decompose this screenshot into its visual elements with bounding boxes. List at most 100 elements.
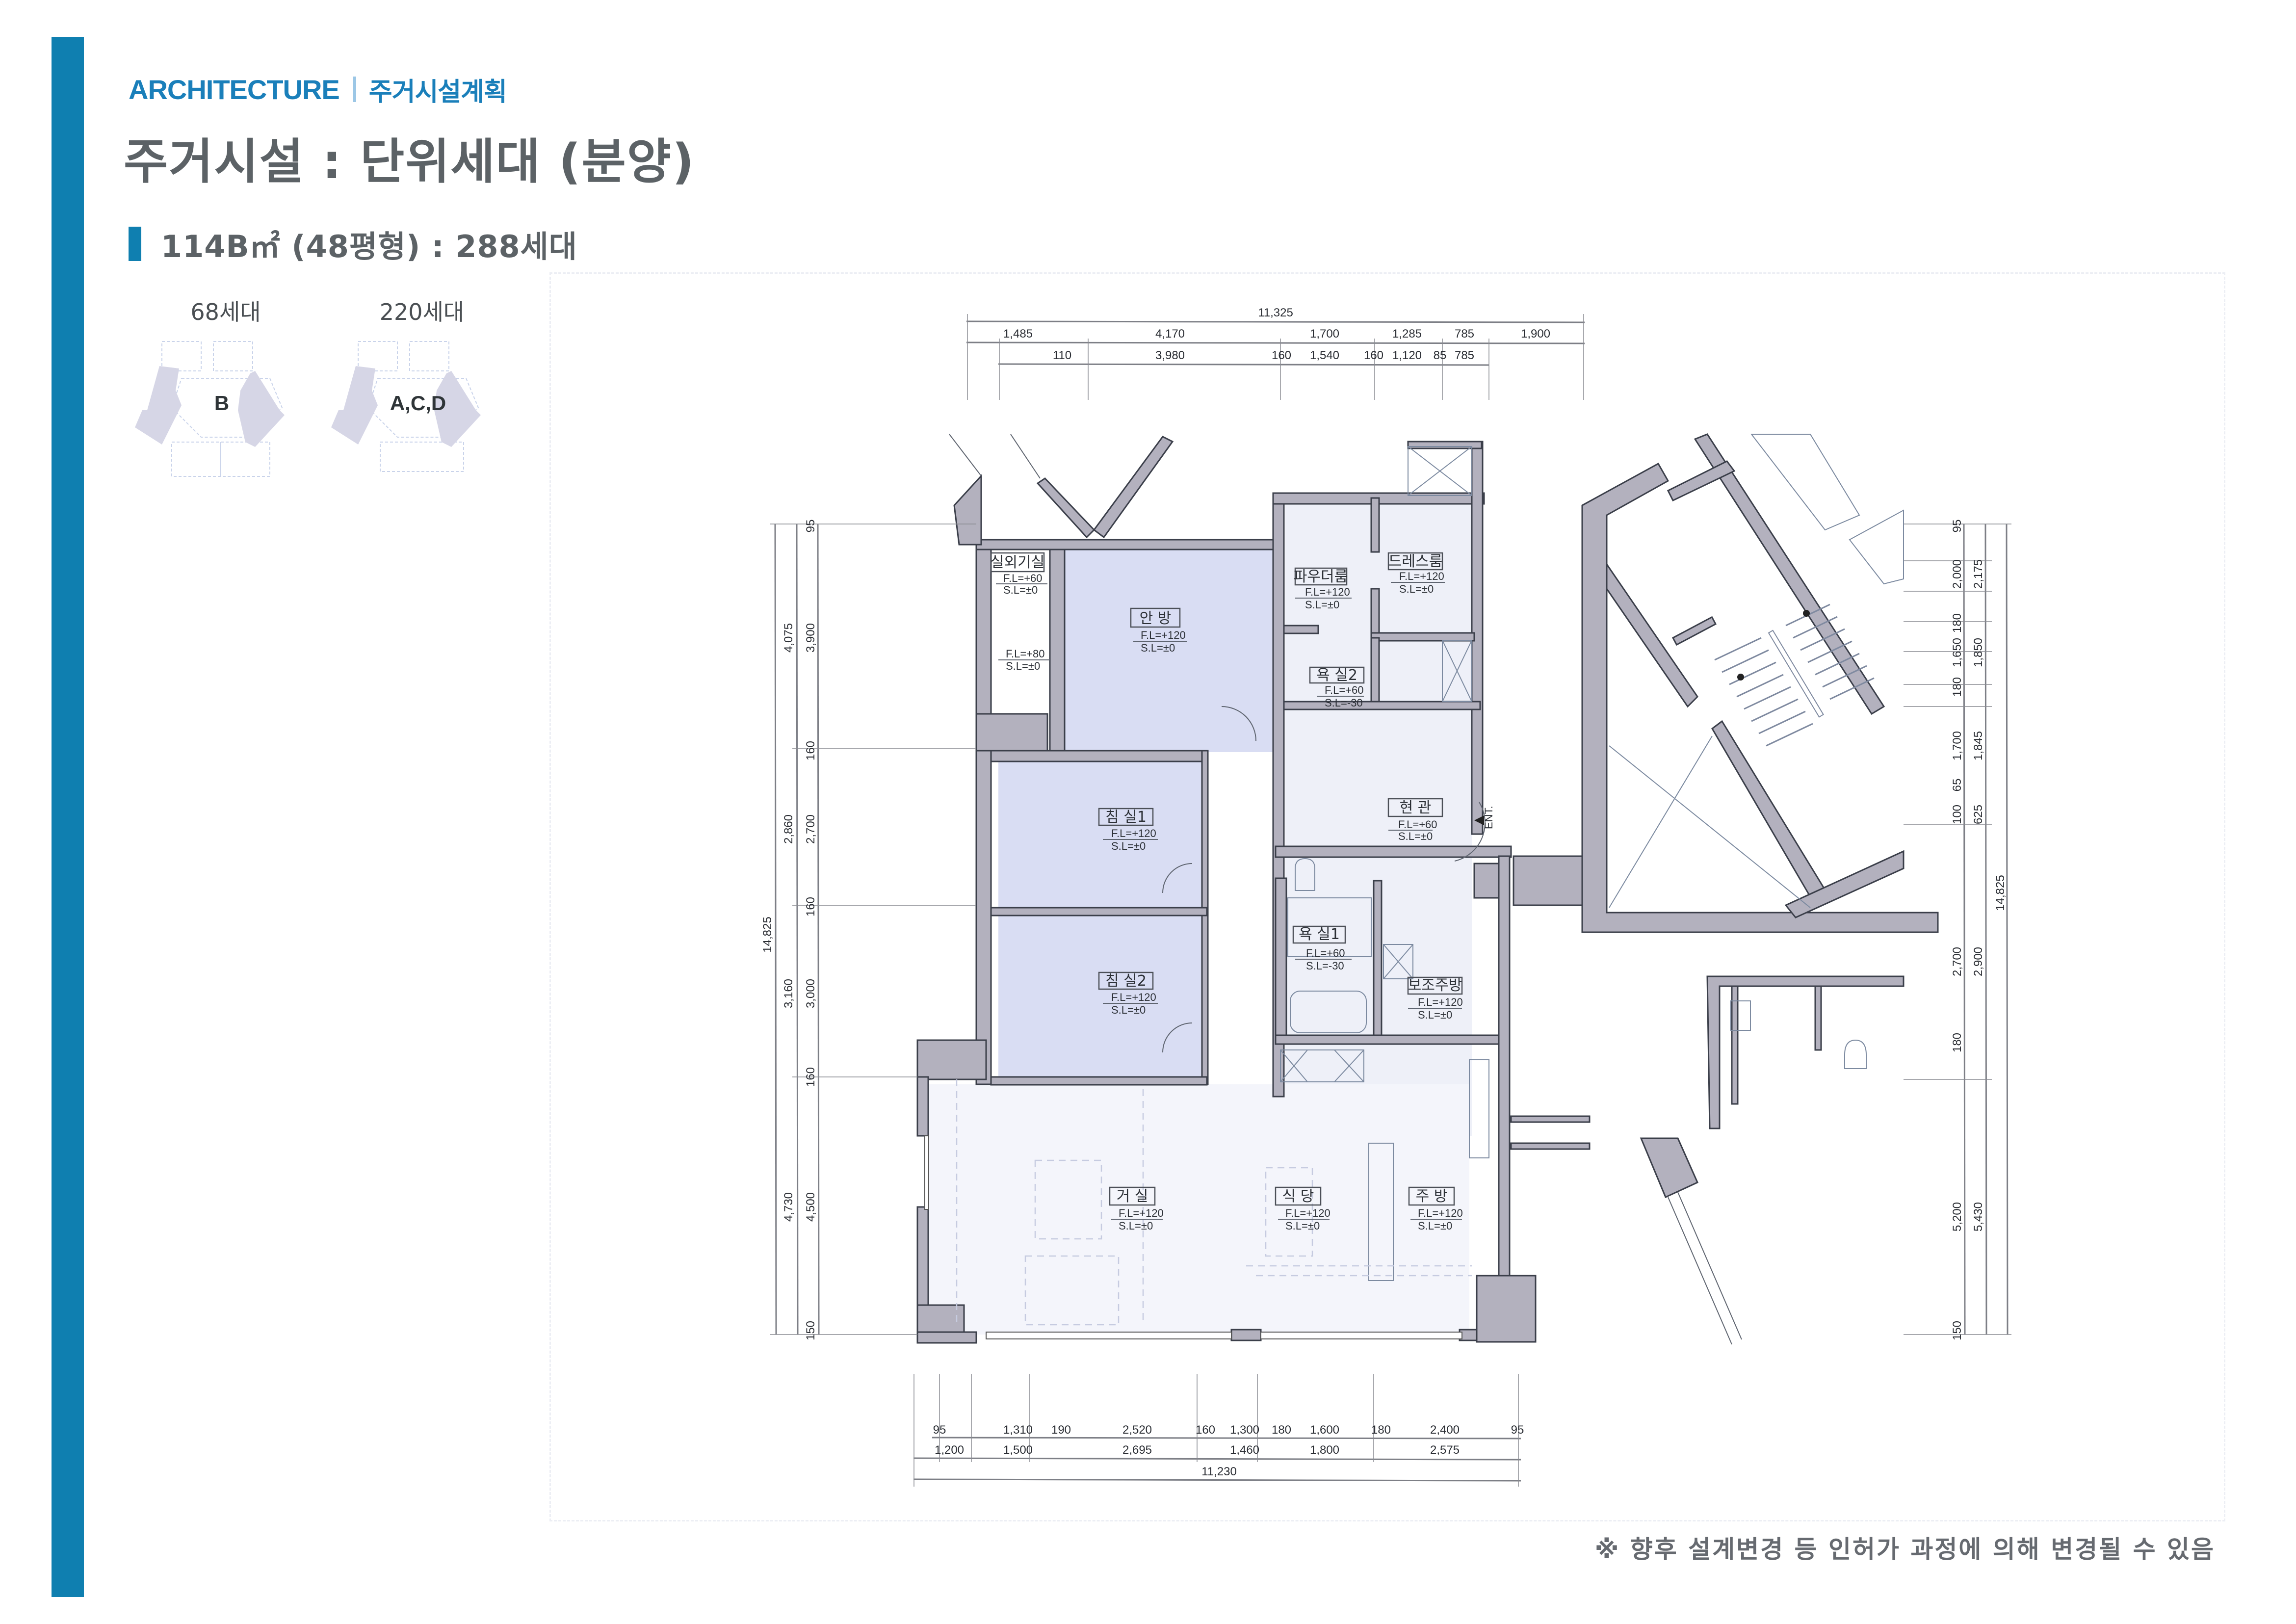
svg-text:1,310: 1,310 — [1003, 1423, 1033, 1437]
svg-text:4,500: 4,500 — [804, 1192, 817, 1222]
svg-text:침 실1: 침 실1 — [1105, 809, 1147, 826]
bedroom1-fill — [998, 760, 1202, 910]
room-label-bedroom1: 침 실1 F.L=+120 S.L=±0 — [1098, 808, 1158, 852]
svg-text:150: 150 — [804, 1321, 817, 1340]
svg-text:1,900: 1,900 — [1521, 327, 1550, 341]
svg-text:95: 95 — [804, 520, 817, 533]
room-label-living-room: 거 실 F.L=+120 S.L=±0 — [1109, 1186, 1164, 1232]
svg-text:F.L=+120: F.L=+120 — [1111, 827, 1156, 839]
svg-text:95: 95 — [1951, 520, 1964, 533]
svg-text:160: 160 — [804, 741, 817, 760]
svg-text:2,000: 2,000 — [1951, 559, 1964, 589]
svg-text:욕 실2: 욕 실2 — [1316, 667, 1357, 684]
room-level-storage: F.L=+80 S.L=±0 — [998, 648, 1050, 672]
svg-text:F.L=+60: F.L=+60 — [1306, 947, 1345, 959]
master-bedroom-fill — [1064, 542, 1276, 752]
svg-text:3,000: 3,000 — [804, 979, 817, 1008]
svg-text:1,500: 1,500 — [1003, 1443, 1033, 1457]
svg-text:85: 85 — [1434, 349, 1447, 362]
svg-text:1,850: 1,850 — [1972, 638, 1985, 667]
svg-text:식 당: 식 당 — [1282, 1188, 1314, 1205]
svg-text:1,845: 1,845 — [1972, 731, 1985, 760]
room-label-bathroom2: 욕 실2 F.L=+60 S.L=-30 — [1309, 666, 1365, 709]
svg-text:180: 180 — [1371, 1423, 1391, 1437]
room-label-powder-room: 파우더룸 F.L=+120 S.L=±0 — [1294, 567, 1352, 611]
fixtures: ENT. — [956, 446, 1495, 1326]
svg-text:F.L=+120: F.L=+120 — [1285, 1207, 1331, 1219]
svg-text:11,325: 11,325 — [1258, 306, 1293, 319]
dimension-left: 14,825 4,075 2,860 3,160 4,730 95 3,900 … — [761, 520, 976, 1340]
unit-type-text: 114B㎡ (48평형) : 288세대 — [161, 229, 577, 264]
svg-text:1,650: 1,650 — [1951, 638, 1964, 667]
room-label-dining-room: 식 당 F.L=+120 S.L=±0 — [1275, 1186, 1331, 1232]
room-label-outdoor-unit: 실외기실 F.L=+60 S.L=±0 — [990, 552, 1047, 596]
key-plan-label: B — [214, 392, 229, 415]
svg-text:1,200: 1,200 — [935, 1443, 964, 1457]
svg-text:180: 180 — [1272, 1423, 1291, 1437]
svg-text:3,900: 3,900 — [804, 623, 817, 653]
neighbour-unit — [1510, 434, 1905, 1345]
svg-text:S.L=±0: S.L=±0 — [1418, 1220, 1452, 1232]
svg-text:S.L=±0: S.L=±0 — [1399, 583, 1434, 595]
svg-text:S.L=-30: S.L=-30 — [1325, 697, 1363, 709]
svg-text:5,200: 5,200 — [1951, 1202, 1964, 1231]
entrance-arrow-icon — [1474, 815, 1484, 825]
svg-text:S.L=-30: S.L=-30 — [1306, 960, 1344, 972]
svg-text:14,825: 14,825 — [761, 917, 774, 952]
svg-text:욕 실1: 욕 실1 — [1299, 926, 1340, 943]
room-label-bedroom2: 침 실2 F.L=+120 S.L=±0 — [1098, 971, 1158, 1016]
key-plan-b: 68세대 B — [123, 294, 329, 479]
svg-text:주 방: 주 방 — [1416, 1188, 1448, 1205]
svg-text:190: 190 — [1051, 1423, 1071, 1437]
svg-text:3,160: 3,160 — [782, 979, 795, 1008]
svg-text:F.L=+120: F.L=+120 — [1418, 996, 1463, 1008]
svg-text:현 관: 현 관 — [1400, 799, 1432, 816]
svg-text:160: 160 — [1364, 349, 1383, 362]
svg-text:F.L=+60: F.L=+60 — [1398, 818, 1437, 831]
svg-text:F.L=+120: F.L=+120 — [1399, 570, 1444, 582]
svg-text:S.L=±0: S.L=±0 — [1398, 830, 1433, 842]
svg-text:실외기실: 실외기실 — [991, 554, 1044, 571]
svg-text:1,540: 1,540 — [1310, 349, 1339, 362]
svg-text:2,695: 2,695 — [1122, 1443, 1152, 1457]
svg-text:785: 785 — [1455, 349, 1474, 362]
svg-text:1,285: 1,285 — [1392, 327, 1422, 341]
svg-text:2,860: 2,860 — [782, 814, 795, 844]
key-plan-diagram: B — [135, 341, 285, 477]
svg-text:S.L=±0: S.L=±0 — [1141, 642, 1175, 654]
svg-text:14,825: 14,825 — [1994, 875, 2007, 911]
breadcrumb: ARCHITECTURE 주거시설계획 — [129, 70, 507, 109]
svg-text:160: 160 — [804, 897, 817, 917]
room-label-bathroom1: 욕 실1 F.L=+60 S.L=-30 — [1292, 925, 1352, 972]
staircase — [1714, 603, 1875, 747]
svg-text:거 실: 거 실 — [1117, 1188, 1148, 1205]
room-labels: 실외기실 F.L=+60 S.L=±0 F.L=+80 S.L=±0 안 방 F… — [990, 552, 1463, 1232]
svg-text:2,700: 2,700 — [1951, 947, 1964, 976]
svg-text:2,175: 2,175 — [1972, 559, 1985, 589]
svg-text:180: 180 — [1951, 1033, 1964, 1052]
key-plan-diagram: A,C,D — [331, 341, 481, 472]
svg-text:160: 160 — [1196, 1423, 1215, 1437]
svg-text:S.L=±0: S.L=±0 — [1305, 599, 1339, 611]
svg-text:1,485: 1,485 — [1003, 327, 1033, 341]
svg-text:3,980: 3,980 — [1155, 349, 1185, 362]
svg-text:S.L=±0: S.L=±0 — [1111, 840, 1146, 852]
svg-text:안 방: 안 방 — [1140, 610, 1172, 627]
room-label-kitchen: 주 방 F.L=+120 S.L=±0 — [1408, 1186, 1463, 1232]
svg-text:785: 785 — [1455, 327, 1474, 341]
svg-text:4,075: 4,075 — [782, 623, 795, 653]
page-title: 주거시설 : 단위세대 (분양) — [124, 134, 695, 190]
bedroom2-fill — [998, 915, 1202, 1077]
breadcrumb-section-en: ARCHITECTURE — [129, 74, 340, 105]
svg-text:F.L=+120: F.L=+120 — [1111, 991, 1156, 1003]
svg-text:보조주방: 보조주방 — [1408, 977, 1462, 994]
svg-text:F.L=+120: F.L=+120 — [1418, 1207, 1463, 1219]
svg-text:F.L=+120: F.L=+120 — [1119, 1207, 1164, 1219]
svg-text:2,520: 2,520 — [1122, 1423, 1152, 1437]
svg-text:2,700: 2,700 — [804, 814, 817, 844]
svg-text:1,800: 1,800 — [1310, 1443, 1339, 1457]
walls — [916, 433, 1939, 1344]
svg-text:F.L=+80: F.L=+80 — [1006, 648, 1045, 660]
svg-text:F.L=+120: F.L=+120 — [1305, 586, 1350, 598]
svg-text:F.L=+60: F.L=+60 — [1003, 572, 1043, 584]
